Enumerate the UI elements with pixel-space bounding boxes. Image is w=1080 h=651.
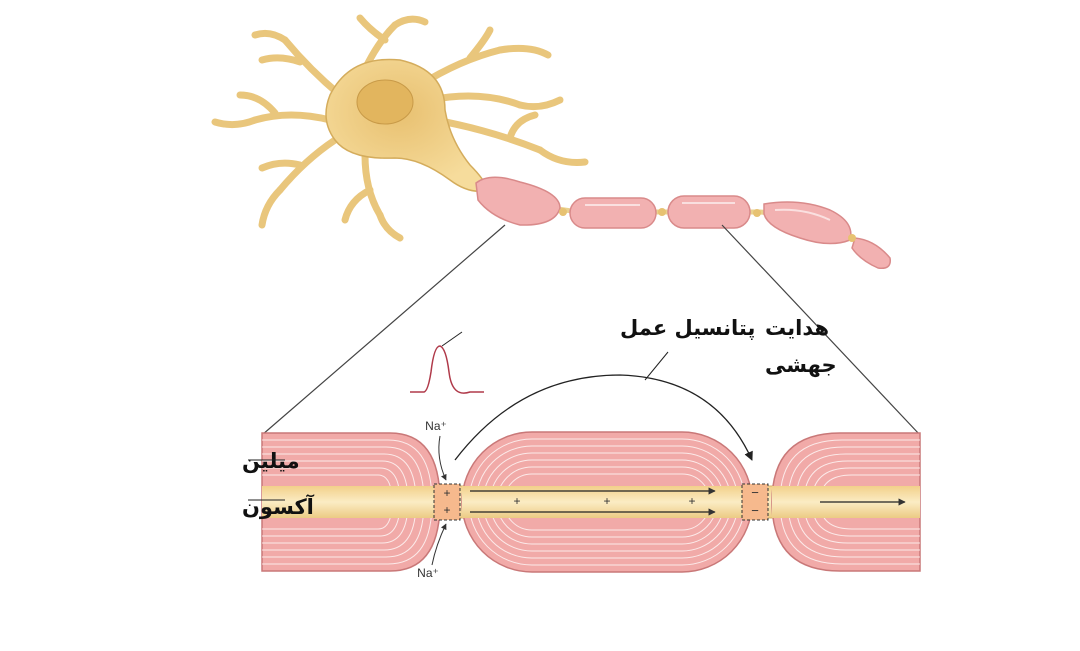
axon-label: آکسون: [242, 494, 315, 519]
myelin-sheath-left: [261, 432, 441, 572]
charge-internode-3: +: [688, 494, 695, 508]
conduction-label-line1: هدایت: [765, 316, 829, 340]
nucleus: [356, 79, 414, 125]
charge-internode-2: +: [603, 494, 610, 508]
saltatory-jump-arrow: [454, 374, 753, 461]
myelin-label: میلین: [242, 449, 300, 473]
conduction-label-line2: جهشی: [765, 353, 837, 377]
node-of-ranvier-1: + +: [433, 483, 461, 521]
action-potential-label: پتانسیل عمل: [620, 316, 755, 340]
charge-internode-1: +: [513, 494, 520, 508]
na-bottom-label: Na⁺: [417, 566, 439, 580]
charge-node1-lower: +: [443, 503, 450, 517]
charge-node2-upper: −: [751, 485, 759, 500]
na-top-label: Na⁺: [425, 419, 447, 433]
internal-current-arrows: [470, 487, 906, 516]
action-potential-curve: [410, 331, 484, 394]
neuron-illustration: [211, 14, 891, 270]
conduction-pointer: [644, 351, 669, 381]
charge-node2-lower: −: [751, 503, 759, 518]
internode-charges: + + +: [513, 494, 695, 508]
charge-node1-upper: +: [443, 486, 450, 500]
sodium-influx: Na⁺ Na⁺: [417, 419, 447, 580]
node-of-ranvier-2: − −: [741, 483, 769, 521]
neuron-myelin-segments: [475, 176, 891, 270]
zoom-lines: [261, 224, 921, 436]
